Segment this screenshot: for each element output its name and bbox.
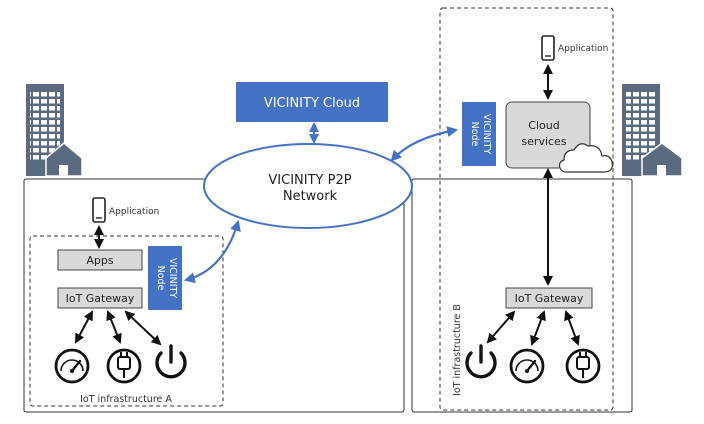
application-a-label: Application xyxy=(109,207,159,217)
vicinity-node-b xyxy=(462,102,496,166)
iot-gateway-a-box xyxy=(57,287,143,309)
p2p-network-label-line2: Network xyxy=(283,189,338,204)
plug-icon xyxy=(565,348,601,384)
gauge-icon xyxy=(509,348,545,384)
iot-gateway-a-label: IoT Gateway xyxy=(66,292,135,305)
cloud-services-label-line1: Cloud xyxy=(528,119,559,132)
p2p-node-b-arrow xyxy=(390,126,459,162)
power-icon xyxy=(465,344,497,379)
iot-infra-a-label: IoT infrastructure A xyxy=(80,394,172,405)
vicinity-node-b-label-line1: VICINITY xyxy=(481,114,492,154)
gateway-a-power-arrow xyxy=(124,310,162,346)
site-b-frame xyxy=(411,178,633,413)
phone-b-icon xyxy=(541,35,555,61)
iot-infra-b-label: IoT infrastructure B xyxy=(452,304,463,396)
vicinity-node-a-label-line2: Node xyxy=(155,266,166,291)
gateway-b-meter-arrow xyxy=(530,310,546,346)
apps-label: Apps xyxy=(86,254,113,267)
vicinity-node-a xyxy=(148,246,182,310)
gauge-icon xyxy=(54,348,90,384)
iot-infra-b-dashed-frame xyxy=(439,7,614,411)
plug-icon xyxy=(106,348,142,384)
building-a-icon xyxy=(26,84,83,177)
vicinity-node-b-label-line2: Node xyxy=(469,122,480,147)
apps-box xyxy=(57,249,143,271)
gateway-a-plug-arrow xyxy=(106,310,122,344)
application-b-label: Application xyxy=(558,44,608,54)
iot-infra-a-dashed-frame xyxy=(29,235,224,407)
vicinity-node-a-label-line1: VICINITY xyxy=(167,258,178,298)
gateway-a-meter-arrow xyxy=(75,310,93,344)
cloud-services-label-line2: services xyxy=(521,135,566,148)
vicinity-cloud-box xyxy=(236,82,388,122)
cloud-icon xyxy=(558,143,613,173)
power-icon xyxy=(155,344,187,379)
vicinity-cloud-label: VICINITY Cloud xyxy=(264,96,360,111)
p2p-network-label-line1: VICINITY P2P xyxy=(268,173,351,188)
iot-gateway-b-box xyxy=(505,287,593,309)
gateway-b-power-arrow xyxy=(486,310,516,344)
iot-gateway-b-label: IoT Gateway xyxy=(515,292,584,305)
building-b-icon xyxy=(622,84,683,177)
phone-a-icon xyxy=(92,197,106,223)
p2p-node-a-arrow xyxy=(183,219,241,284)
p2p-network-ellipse xyxy=(203,143,413,229)
gateway-b-plug-arrow xyxy=(564,310,580,346)
